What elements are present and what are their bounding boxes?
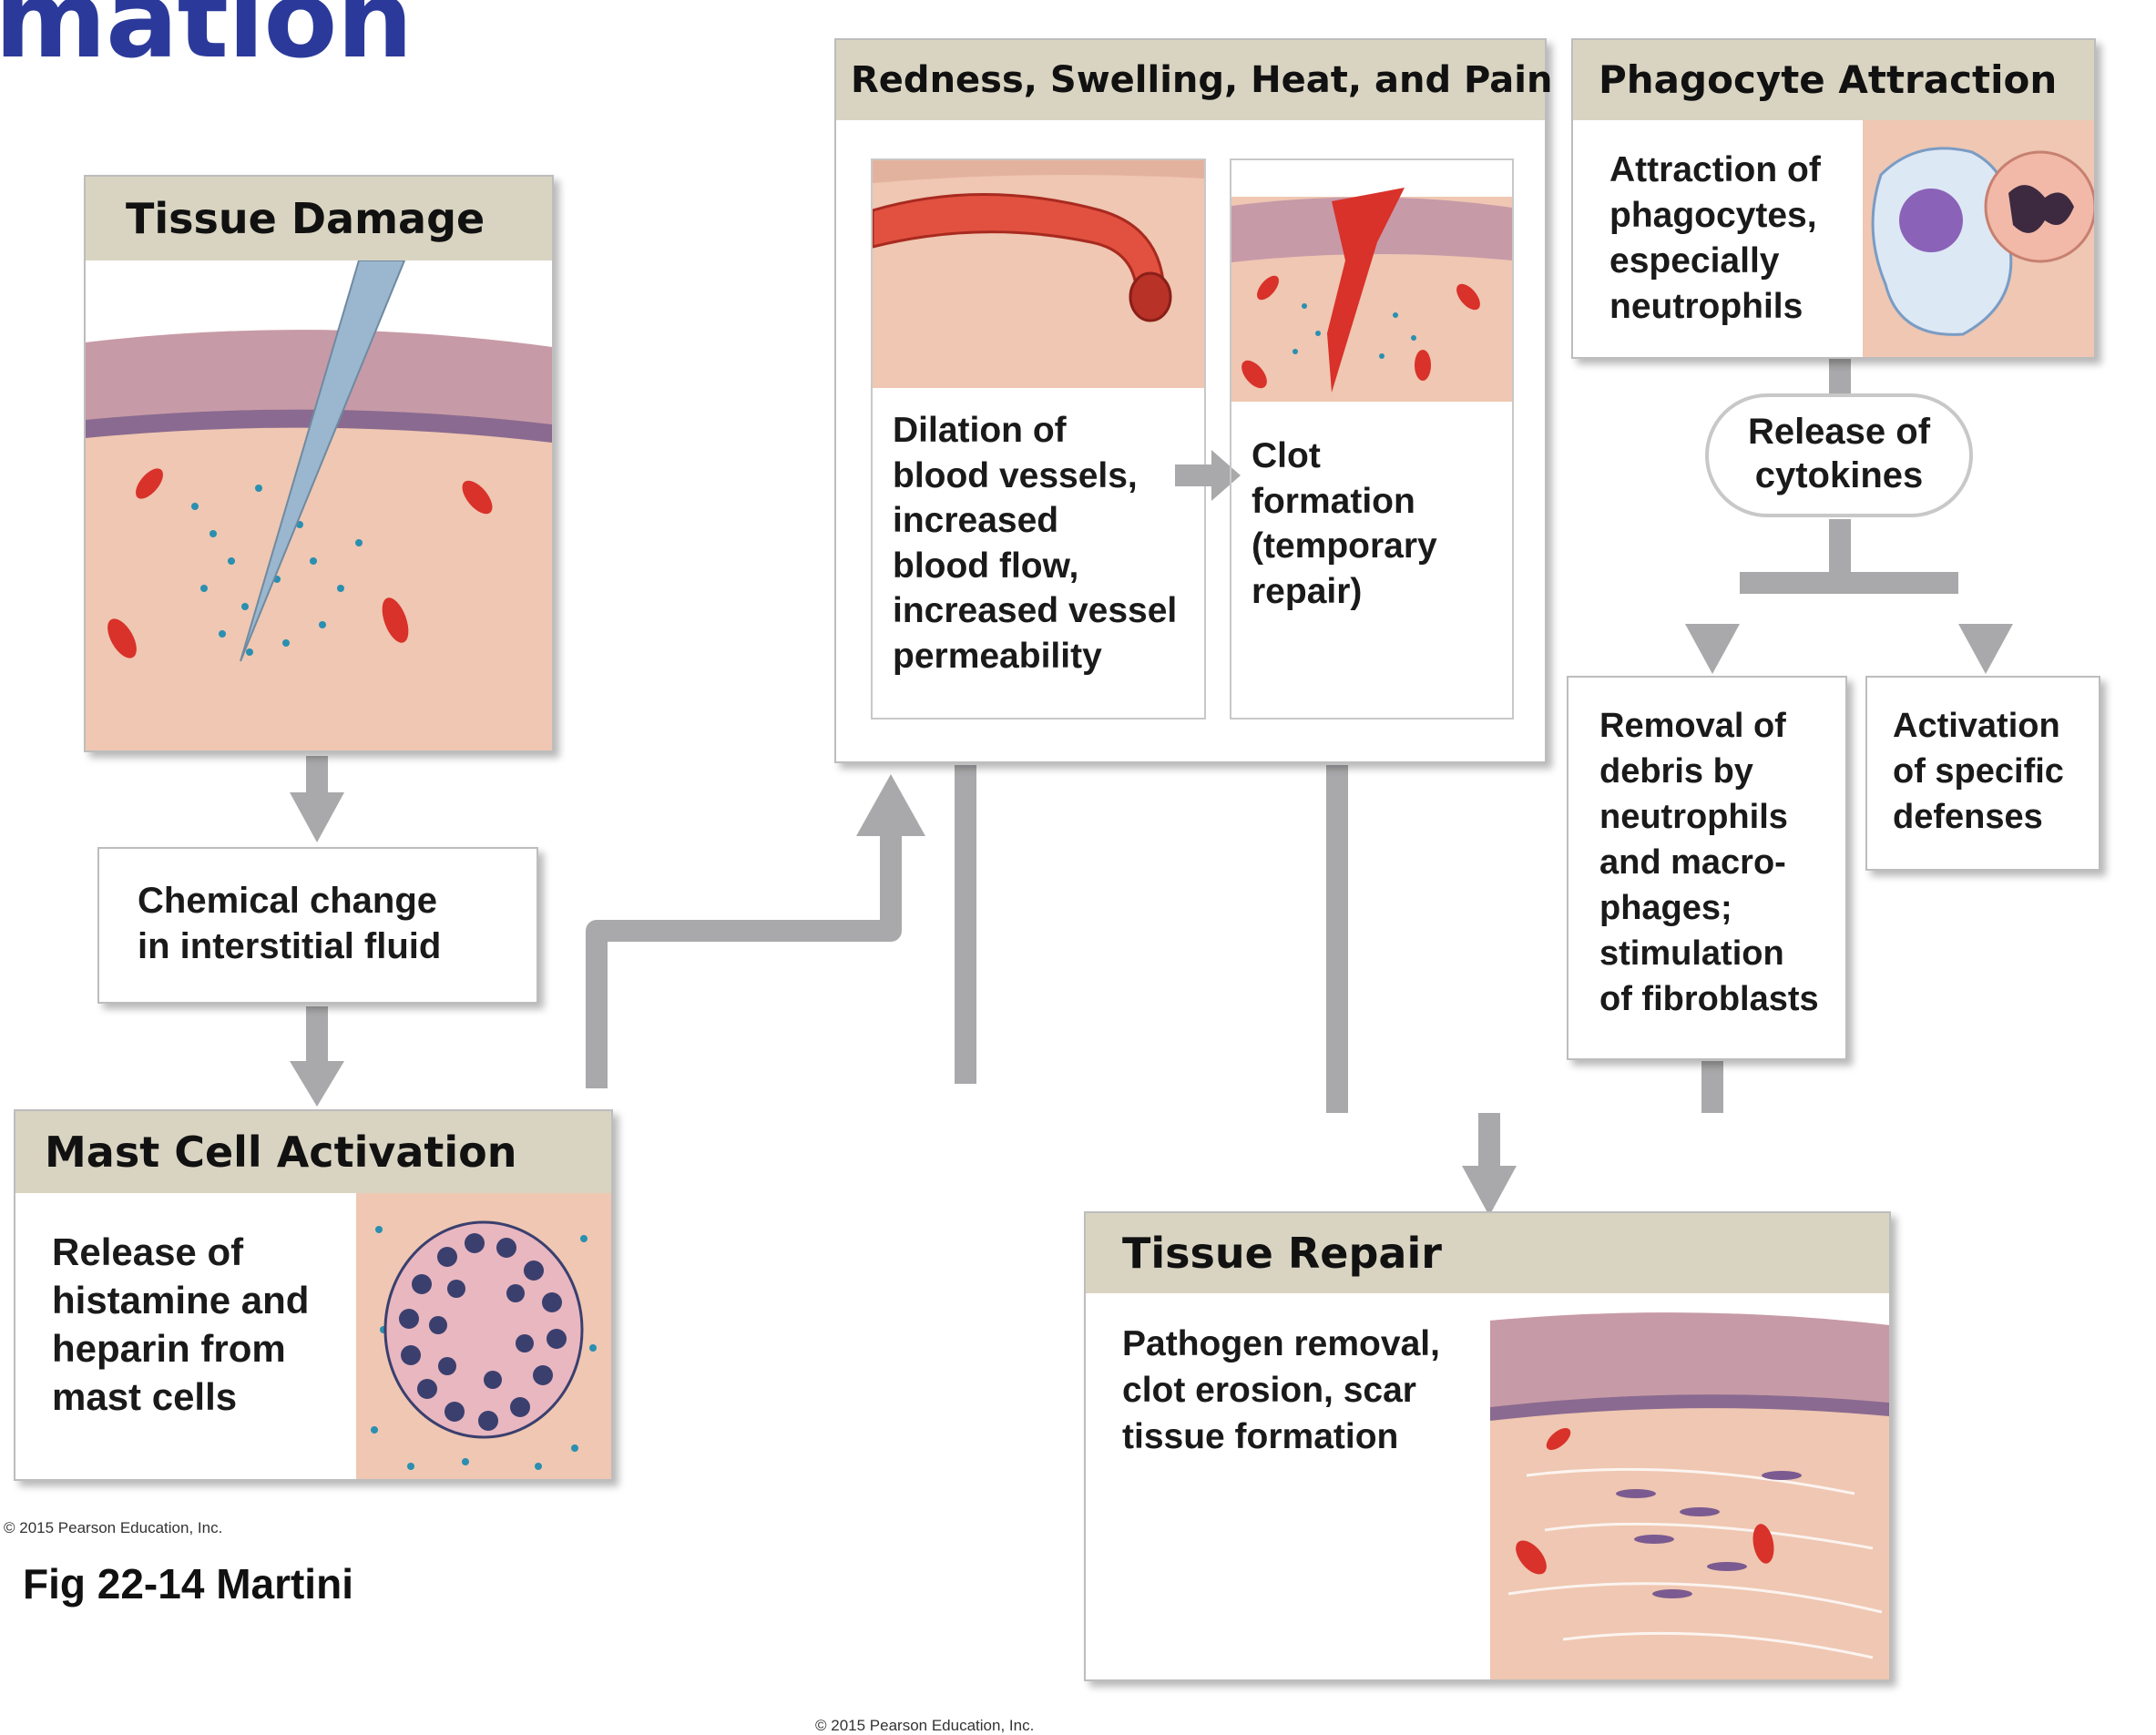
removal-line-1: Removal of [1599,707,1786,745]
tissue-damage-illustration [86,260,552,750]
clot-line-1: Clot [1252,436,1321,475]
mast-cell-panel: Mast Cell Activation Release of histamin… [14,1109,613,1481]
arrowhead-to-activation [1958,624,2013,674]
arrowhead-to-removal [1685,624,1740,674]
removal-line-2: debris by [1599,752,1753,791]
redness-panel: Redness, Swelling, Heat, and Pain Dilati… [834,38,1552,763]
arrowhead-to-mast [290,1061,344,1107]
connector-mast-to-redness [586,824,902,1088]
dilation-line-6: permeability [893,636,1102,676]
copyright-bottom: © 2015 Pearson Education, Inc. [815,1717,1035,1734]
dilation-line-5: increased vessel [893,591,1178,630]
clot-line-2: formation [1252,481,1415,521]
tissue-repair-panel: Tissue Repair Pathogen removal, clot ero… [1084,1211,1891,1681]
clot-icon [1327,188,1405,393]
removal-line-3: neutrophils [1599,798,1788,836]
activation-line-3: defenses [1893,798,2043,836]
dilation-line-1: Dilation of [893,411,1067,450]
figure-caption: Fig 22-14 Martini [23,1560,353,1607]
tissue-repair-header: Tissue Repair [1086,1213,1889,1293]
clot-illustration [1231,160,1512,402]
mast-cell-line-1: Release of [52,1230,244,1273]
mast-cell-line-2: histamine and [52,1279,310,1322]
clot-line-3: (temporary [1252,526,1437,566]
tissue-damage-panel: Tissue Damage [84,175,554,752]
tissue-repair-illustration [1490,1293,1889,1679]
removal-line-5: phages; [1599,889,1732,927]
tissue-damage-header: Tissue Damage [86,177,552,260]
chemical-change-line-1: Chemical change [138,881,438,921]
connector-cytokines-left [1740,519,1851,594]
tissue-repair-line-2: clot erosion, scar [1122,1371,1416,1410]
activation-box: Activation of specific defenses [1865,676,2100,871]
dilation-line-2: blood vessels, [893,455,1138,495]
dilation-illustration [873,160,1204,388]
clot-line-4: repair) [1252,571,1363,611]
clot-subpanel: Clot formation (temporary repair) [1230,158,1514,720]
phagocyte-illustration [1863,120,2094,357]
arrowhead-to-redness [856,774,925,836]
arrowhead-to-repair [1462,1166,1517,1216]
phagocyte-line-3: especially [1609,241,1780,281]
phagocyte-line-1: Attraction of [1609,150,1821,189]
phagocyte-line-2: phagocytes, [1609,196,1817,235]
dilation-line-3: increased [893,501,1059,540]
activation-line-2: of specific [1893,752,2064,791]
arrowhead-to-chemical [290,792,344,842]
repair-red-blood-cells [1516,1428,1774,1575]
removal-box: Removal of debris by neutrophils and mac… [1567,676,1847,1060]
mast-cell-line-3: heparin from [52,1327,286,1370]
phagocyte-header: Phagocyte Attraction [1573,40,2094,120]
mast-cell-header: Mast Cell Activation [15,1111,611,1193]
activation-line-1: Activation [1893,707,2060,745]
slide-title-partial: mation [0,0,414,82]
removal-line-4: and macro- [1599,843,1786,882]
tissue-repair-line-3: tissue formation [1122,1417,1399,1456]
red-blood-cells [107,468,493,658]
redness-header: Redness, Swelling, Heat, and Pain [836,40,1552,120]
removal-line-7: of fibroblasts [1599,980,1819,1018]
chemical-change-box: Chemical change in interstitial fluid [97,847,538,1004]
mast-cell-line-4: mast cells [52,1375,238,1418]
dilation-to-clot-arrow [1175,450,1241,501]
chemical-change-line-2: in interstitial fluid [138,926,442,966]
needle-icon [240,260,406,662]
dilation-subpanel: Dilation of blood vessels, increased blo… [871,158,1206,720]
dilation-line-4: blood flow, [893,546,1079,586]
copyright-left: © 2015 Pearson Education, Inc. [4,1519,223,1536]
removal-line-6: stimulation [1599,934,1784,973]
phagocyte-line-4: neutrophils [1609,287,1803,326]
cytokines-line-2: cytokines [1754,455,1924,495]
cytokines-line-1: Release of [1747,412,1931,452]
phagocyte-panel: Phagocyte Attraction Attraction of phago… [1571,38,2096,359]
cytokines-pill: Release of cytokines [1705,393,1973,517]
tissue-repair-line-1: Pathogen removal, [1122,1324,1440,1363]
chemical-dots [191,485,363,656]
mast-cell-illustration [356,1193,611,1479]
